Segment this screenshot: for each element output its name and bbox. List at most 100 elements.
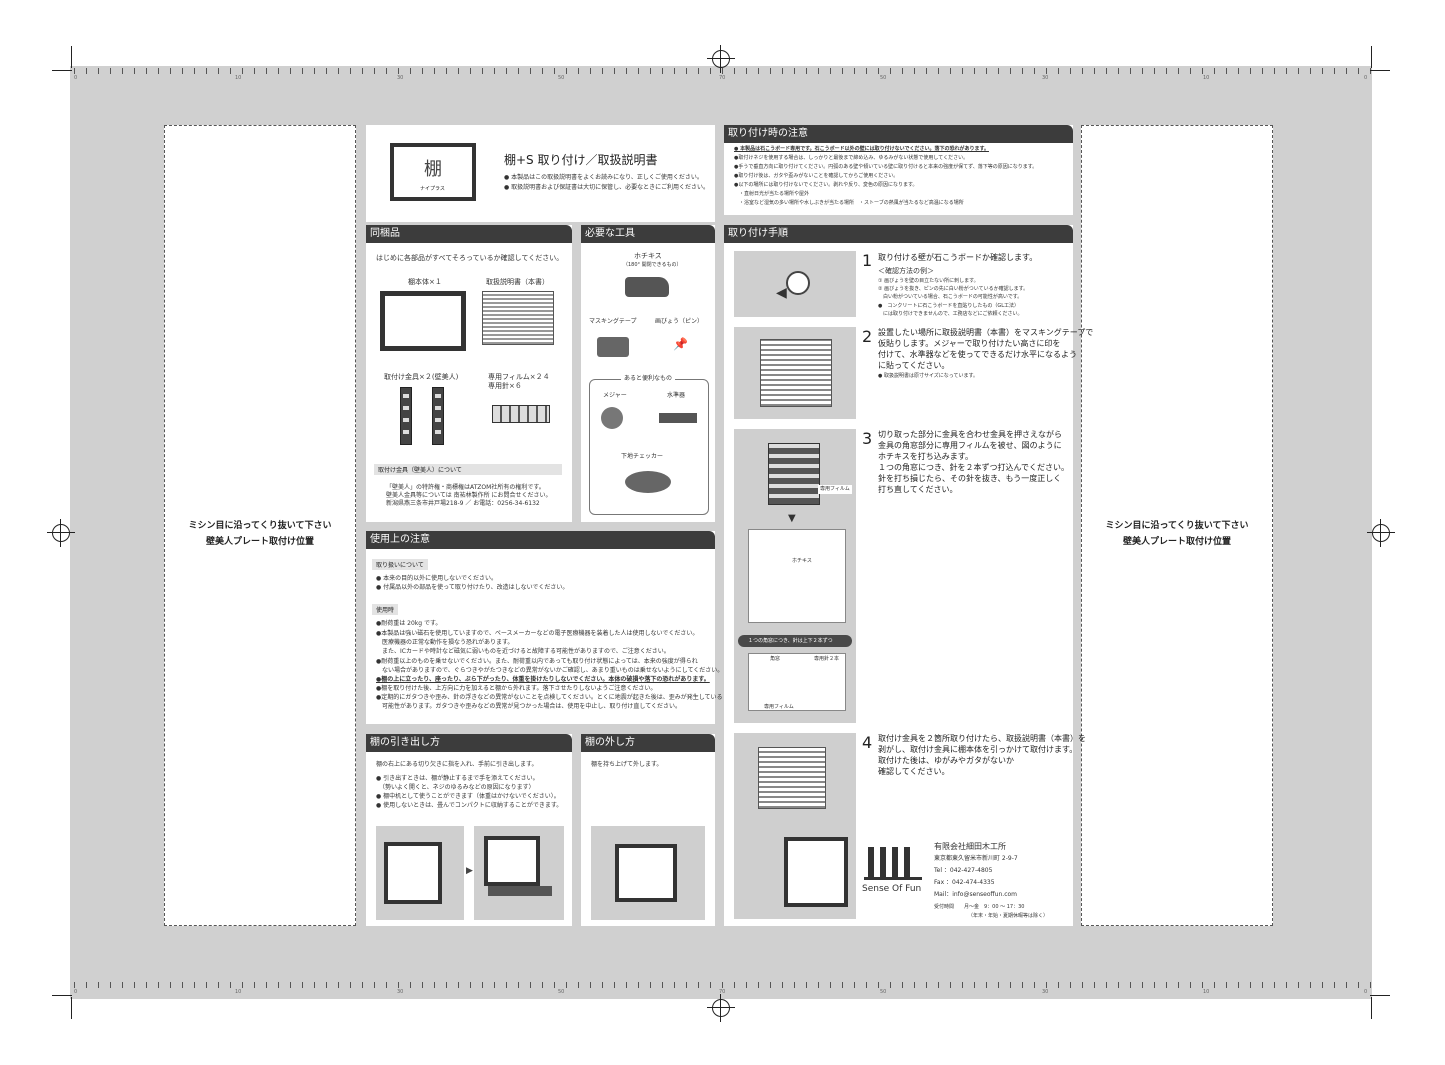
- tape-image: [597, 337, 629, 357]
- crop-mark: [52, 70, 72, 71]
- use-line: 医療機器の正常な動作を損なう恐れがあります。: [376, 639, 514, 646]
- ruler-tick: [1178, 982, 1179, 988]
- ruler-tick: [818, 982, 819, 988]
- ruler-tick: [1202, 982, 1203, 988]
- ruler-tick: [1190, 68, 1191, 74]
- handling-line: ● 本来の目的以外に使用しないでください。: [376, 575, 497, 582]
- ruler-tick: [986, 982, 987, 988]
- document-title: 棚+S 取り付け／取扱説明書: [504, 153, 658, 167]
- ruler-label: 30: [1042, 989, 1049, 995]
- ruler-label: 30: [397, 75, 404, 81]
- ruler-tick: [302, 68, 303, 74]
- use-line: 可能性があります。ガタつきや歪みなどの異常が見つかった場合は、使用を中止し、取り…: [376, 703, 682, 710]
- ruler-tick: [122, 982, 123, 988]
- level-label: 水準器: [667, 392, 686, 399]
- ruler-tick: [1322, 68, 1323, 74]
- cutout-message: ミシン目に沿ってくり抜いて下さい 壁美人プレート取付け位置: [1082, 518, 1272, 550]
- ruler-tick: [914, 68, 915, 74]
- ruler-tick: [242, 982, 243, 988]
- stapling-image: [748, 529, 846, 623]
- ruler-tick: [890, 982, 891, 988]
- ruler-tick: [1094, 68, 1095, 74]
- ruler-tick: [302, 982, 303, 988]
- ruler-tick: [842, 982, 843, 988]
- ruler-tick: [1334, 68, 1335, 74]
- ruler-tick: [986, 68, 987, 74]
- ruler-tick: [530, 982, 531, 988]
- ruler-tick: [230, 982, 231, 988]
- caution-panel: 取り付け時の注意 ● 本製品は石こうボード専用です。石こうボード以外の壁には取り…: [724, 125, 1073, 215]
- ruler-tick: [146, 982, 147, 988]
- step4-number: 4: [862, 733, 873, 752]
- tools-panel: 必要な工具 ホチキス （180° 開閉できるもの） マスキングテープ 画びょう（…: [581, 225, 715, 522]
- ruler-tick: [974, 982, 975, 988]
- step2-line: に貼ってください。: [878, 361, 950, 370]
- ruler-tick: [86, 68, 87, 74]
- bracket-image: [400, 387, 412, 445]
- stapler-callout: ホチキス: [792, 557, 812, 566]
- ruler-tick: [206, 982, 207, 988]
- shelf-mounted-image: [784, 837, 848, 907]
- ruler-tick: [350, 982, 351, 988]
- pin-icon: [786, 271, 810, 295]
- step1-image: ◀: [734, 251, 856, 317]
- ruler-tick: [1274, 982, 1275, 988]
- ruler-tick: [1154, 982, 1155, 988]
- ruler-tick: [1190, 982, 1191, 988]
- ruler-tick: [1130, 982, 1131, 988]
- stapler-label: ホチキス: [634, 252, 662, 260]
- registration-mark: [47, 519, 75, 547]
- ruler-tick: [146, 68, 147, 74]
- ruler-tick: [278, 982, 279, 988]
- ruler-tick: [122, 68, 123, 74]
- ruler-tick: [590, 68, 591, 74]
- ruler-tick: [1022, 982, 1023, 988]
- steps-panel: 取り付け手順 ◀ 1 取り付ける壁が石こうボードか確認します。 ＜確認方法の例＞…: [724, 225, 1093, 926]
- ruler-tick: [1166, 982, 1167, 988]
- about-line-1: 「壁美人」の特許権・商標権はATZOM社所有の権利です。: [386, 484, 545, 491]
- ruler-label: 30: [397, 989, 404, 995]
- pin-icon: 📌: [673, 337, 688, 351]
- ruler-tick: [770, 982, 771, 988]
- ruler-tick: [938, 982, 939, 988]
- ruler-tick: [758, 68, 759, 74]
- ruler-tick: [446, 68, 447, 74]
- item-manual-label: 取扱説明書（本書）: [486, 278, 549, 286]
- ruler-tick: [1142, 982, 1143, 988]
- cutout-line-2: 壁美人プレート取付け位置: [1122, 537, 1231, 547]
- ruler-label: 0: [74, 75, 78, 81]
- detail-diagram: [748, 653, 846, 711]
- ruler-label: 70: [719, 75, 726, 81]
- shelf-closed-image: [384, 842, 442, 904]
- cover-note-1: ● 本製品はこの取扱説明書をよくお読みになり、正しくご使用ください。: [504, 174, 703, 181]
- ruler-tick: [338, 68, 339, 74]
- ruler-tick: [1058, 982, 1059, 988]
- corner-callout: 角窓: [770, 656, 781, 662]
- ruler-tick: [698, 982, 699, 988]
- shelf-removal-image: [615, 844, 677, 902]
- ruler-tick: [1118, 68, 1119, 74]
- ruler-label: 0: [74, 989, 78, 995]
- ruler-tick: [662, 68, 663, 74]
- use-label: 使用時: [372, 604, 399, 615]
- ruler-tick: [974, 68, 975, 74]
- measure-label: メジャー: [603, 392, 627, 399]
- ruler-tick: [434, 68, 435, 74]
- ruler-tick: [638, 68, 639, 74]
- ruler-tick: [434, 982, 435, 988]
- company-mail: Mail：info@senseoffun.com: [934, 891, 1018, 898]
- shelf-board-image: [488, 886, 552, 896]
- ruler-tick: [674, 68, 675, 74]
- tip-banner: １つの角窓につき、針は上下２本ずつ: [738, 635, 852, 647]
- crop-mark: [71, 997, 72, 1019]
- manual-image: [482, 291, 554, 345]
- step4-line: 取付けた後は、ゆがみやガタがないか: [878, 756, 1014, 765]
- ruler-tick: [194, 68, 195, 74]
- step3-line: ホチキスを打ち込みます。: [878, 452, 973, 461]
- ruler-tick: [230, 68, 231, 74]
- ruler-tick: [818, 68, 819, 74]
- ruler-tick: [422, 68, 423, 74]
- step2-line: 仮貼りします。メジャーで取り付けたい高さに印を: [878, 339, 1061, 348]
- pin-label: 画びょう（ピン）: [655, 318, 704, 325]
